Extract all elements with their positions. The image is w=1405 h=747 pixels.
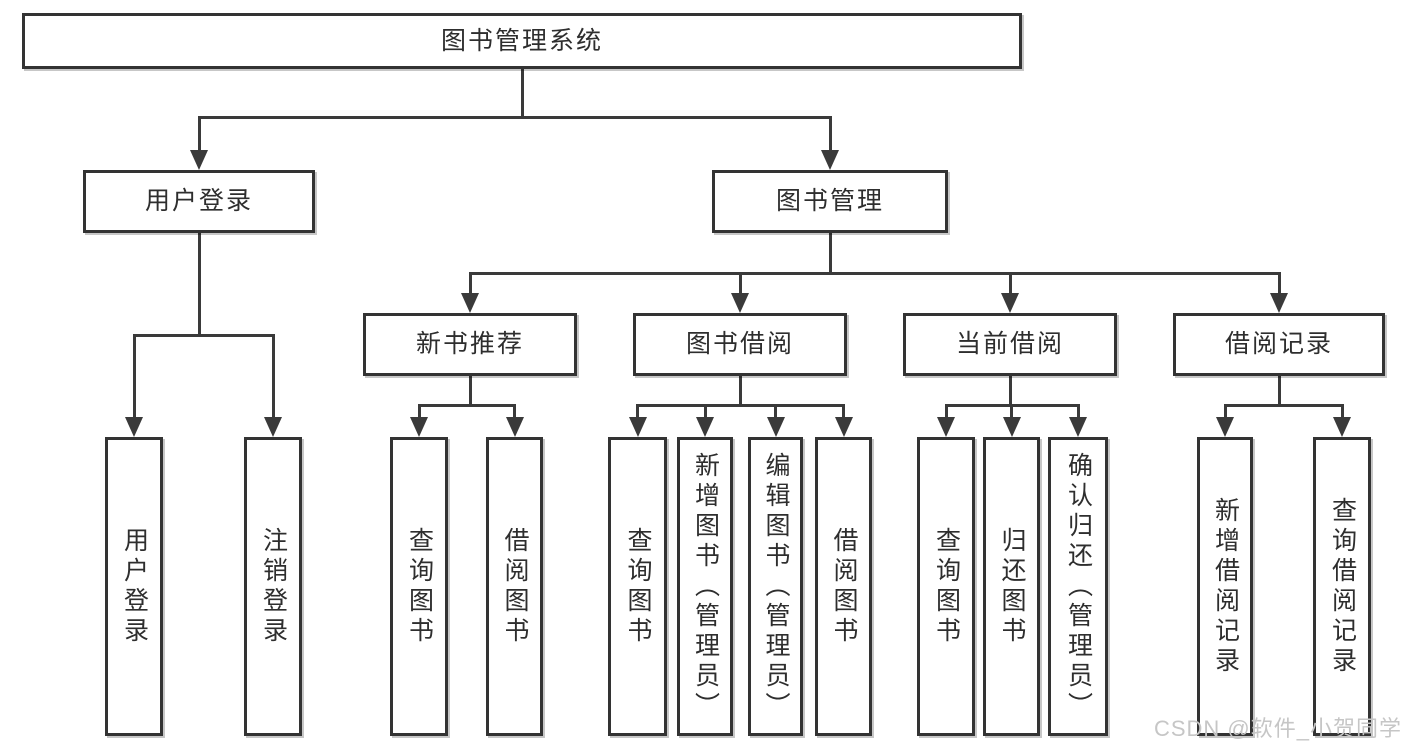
connector-drop-login — [132, 335, 136, 422]
arrowhead-edit-books-admin — [766, 417, 785, 437]
node-borrow-books-1: 借阅图书 — [486, 437, 543, 736]
node-book-borrowing: 图书借阅 — [633, 313, 847, 376]
csdn-watermark: CSDN @软件_小贺同学 — [1153, 716, 1402, 741]
node-book-management: 图书管理 — [712, 170, 948, 233]
connector-stub-system — [520, 69, 524, 119]
node-borrow-books-2: 借阅图书 — [815, 437, 872, 736]
arrowhead-borrowing-records — [1270, 293, 1288, 313]
arrowhead-query-books-3 — [937, 417, 955, 437]
node-label-query-books-3: 查询图书 — [932, 526, 961, 647]
connector-stub-book-borrowing — [738, 376, 742, 407]
arrowhead-login — [125, 417, 143, 437]
arrowhead-current-borrowing — [1001, 293, 1019, 313]
node-label-current-borrowing: 当前借阅 — [955, 330, 1064, 358]
connector-drop-add-borrow-record — [1223, 405, 1227, 422]
node-label-add-books-admin: 新增图书（管理员） — [691, 451, 720, 722]
connector-drop-current-borrowing — [1008, 273, 1012, 298]
arrowhead-borrow-books-2 — [834, 417, 853, 437]
node-label-logout: 注销登录 — [259, 526, 288, 647]
connector-drop-query-books-3 — [944, 405, 948, 422]
node-label-borrow-books-1: 借阅图书 — [501, 526, 529, 647]
connector-drop-book-management — [828, 117, 832, 155]
arrowhead-borrow-books-1 — [505, 417, 524, 437]
node-label-borrow-books-2: 借阅图书 — [830, 526, 858, 647]
node-label-user-login: 用户登录 — [144, 187, 253, 215]
connector-drop-user-login — [197, 117, 201, 155]
node-logout: 注销登录 — [244, 437, 302, 736]
arrowhead-user-login — [190, 150, 208, 170]
connector-rail-system — [197, 115, 832, 119]
node-label-book-management: 图书管理 — [775, 187, 884, 215]
node-query-borrow-record: 查询借阅记录 — [1313, 437, 1371, 736]
node-label-add-borrow-record: 新增借阅记录 — [1211, 496, 1240, 677]
connector-drop-new-book-recommend — [468, 273, 472, 298]
connector-drop-borrow-books-1 — [513, 405, 516, 422]
node-borrowing-records: 借阅记录 — [1173, 313, 1385, 376]
connector-rail-book-borrowing — [636, 403, 845, 407]
node-add-borrow-record: 新增借阅记录 — [1197, 437, 1253, 736]
arrowhead-return-books — [1002, 417, 1021, 437]
connector-stub-new-book-recommend — [468, 376, 472, 407]
node-new-book-recommend: 新书推荐 — [363, 313, 577, 376]
arrowhead-query-books-2 — [628, 417, 647, 437]
node-current-borrowing: 当前借阅 — [903, 313, 1117, 376]
arrowhead-book-borrowing — [731, 293, 749, 313]
connector-drop-book-borrowing — [738, 273, 742, 298]
arrowhead-query-books-1 — [410, 417, 428, 437]
connector-drop-query-books-1 — [417, 405, 421, 422]
arrowhead-confirm-return-admin — [1069, 417, 1087, 437]
node-label-new-book-recommend: 新书推荐 — [415, 330, 524, 358]
arrowhead-new-book-recommend — [461, 293, 479, 313]
connector-rail-book-management — [468, 271, 1281, 275]
node-login: 用户登录 — [105, 437, 163, 736]
connector-rail-borrowing-records — [1223, 403, 1344, 407]
connector-drop-query-books-2 — [636, 405, 639, 422]
node-user-login: 用户登录 — [83, 170, 315, 233]
connector-drop-borrow-books-2 — [842, 405, 845, 422]
connector-stub-book-management — [828, 233, 832, 275]
arrowhead-book-management — [821, 150, 839, 170]
node-label-query-borrow-record: 查询借阅记录 — [1328, 496, 1357, 677]
connector-drop-return-books — [1010, 405, 1013, 422]
connector-rail-user-login — [132, 333, 275, 337]
arrowhead-add-books-admin — [696, 417, 714, 437]
node-label-confirm-return-admin: 确认归还（管理员） — [1064, 451, 1093, 722]
node-return-books: 归还图书 — [983, 437, 1040, 736]
connector-drop-borrowing-records — [1277, 273, 1281, 298]
connector-rail-new-book-recommend — [417, 403, 516, 407]
node-label-return-books: 归还图书 — [998, 526, 1026, 647]
connector-drop-query-borrow-record — [1340, 405, 1344, 422]
node-edit-books-admin: 编辑图书（管理员） — [748, 437, 803, 736]
node-label-query-books-1: 查询图书 — [405, 526, 434, 647]
connector-stub-user-login — [197, 233, 201, 337]
node-label-query-books-2: 查询图书 — [624, 526, 652, 647]
arrowhead-query-borrow-record — [1333, 417, 1351, 437]
connector-drop-edit-books-admin — [774, 405, 777, 422]
arrowhead-logout — [264, 417, 282, 437]
connector-drop-logout — [271, 335, 275, 422]
connector-stub-current-borrowing — [1008, 376, 1012, 407]
connector-drop-add-books-admin — [703, 405, 707, 422]
node-query-books-2: 查询图书 — [608, 437, 667, 736]
connector-stub-borrowing-records — [1277, 376, 1281, 407]
node-label-book-borrowing: 图书借阅 — [685, 330, 794, 358]
node-label-system: 图书管理系统 — [440, 26, 603, 55]
arrowhead-add-borrow-record — [1216, 417, 1234, 437]
node-label-login: 用户登录 — [120, 526, 149, 647]
node-query-books-1: 查询图书 — [390, 437, 448, 736]
node-label-borrowing-records: 借阅记录 — [1224, 330, 1333, 358]
node-system: 图书管理系统 — [22, 13, 1022, 69]
node-add-books-admin: 新增图书（管理员） — [677, 437, 733, 736]
node-confirm-return-admin: 确认归还（管理员） — [1048, 437, 1108, 736]
node-query-books-3: 查询图书 — [917, 437, 975, 736]
node-label-edit-books-admin: 编辑图书（管理员） — [762, 451, 790, 722]
connector-drop-confirm-return-admin — [1076, 405, 1080, 422]
